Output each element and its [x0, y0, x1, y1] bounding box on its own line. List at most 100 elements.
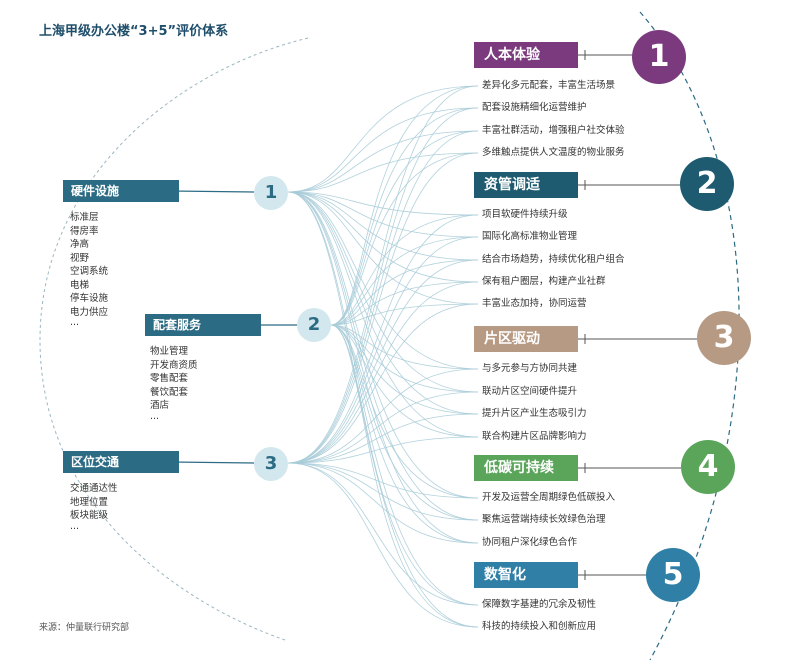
category-2-number: 2	[680, 157, 734, 211]
left-group-2-item: 餐饮配套	[150, 386, 189, 398]
connector-curve	[287, 191, 479, 370]
category-4-item: 开发及运营全周期绿色低碳投入	[482, 492, 616, 503]
connector-curve	[287, 391, 479, 464]
connector-curve	[287, 191, 479, 521]
connector-curve	[287, 191, 479, 438]
category-5-item: 科技的持续投入和创新应用	[482, 621, 597, 632]
left-group-2-item: 开发商资质	[150, 359, 198, 371]
category-3-item: 联合构建片区品牌影响力	[482, 431, 587, 442]
left-group-2-label: 配套服务	[153, 318, 202, 332]
connector-curve	[330, 324, 479, 521]
connector-curve	[287, 191, 479, 499]
connector-curve	[330, 324, 479, 393]
category-1-item: 差异化多元配套，丰富生活场景	[482, 80, 616, 91]
category-3-item: 提升片区产业生态吸引力	[482, 408, 587, 419]
left-group-2-list: 物业管理 开发商资质 零售配套 餐饮配套 酒店 ···	[150, 345, 198, 426]
connector-curve	[287, 191, 479, 305]
connector-curve	[287, 85, 479, 193]
category-2-item: 项目软硬件持续升级	[482, 209, 568, 220]
category-5-label: 数智化	[484, 567, 526, 583]
left-group-1-item: 净高	[70, 239, 90, 250]
connector-curve	[287, 191, 479, 606]
category-3-number: 3	[697, 311, 751, 365]
category-5-box: 数智化	[474, 562, 578, 588]
left-number-1: 1	[254, 176, 288, 210]
left-group-1-item: 停车设施	[70, 293, 109, 304]
left-group-3-item: 板块能级	[70, 510, 109, 521]
left-group-2-item: 物业管理	[150, 346, 189, 357]
connector-curve	[287, 462, 479, 544]
category-5-number: 5	[646, 548, 700, 602]
connector-curve	[287, 107, 479, 193]
category-5-item: 保障数字基建的冗余及韧性	[482, 599, 597, 610]
left-group-1-item: 视野	[70, 252, 90, 264]
left-group-2-box: 配套服务	[145, 314, 261, 336]
connector-box-3	[170, 461, 255, 464]
category-1-item: 多维触点提供人文温度的物业服务	[482, 147, 625, 158]
left-group-3-item: 地理位置	[70, 496, 109, 508]
connector-curve	[287, 191, 479, 393]
left-dashed-arc	[39, 37, 309, 641]
category-3-item: 联动片区空间硬件提升	[482, 386, 578, 397]
connector-curve	[287, 130, 479, 193]
category-2-item: 国际化高标准物业管理	[482, 231, 578, 242]
connector-curve	[330, 152, 479, 326]
category-2-label: 资管调适	[484, 177, 540, 193]
category-4-item: 聚焦运营端持续长效绿色治理	[482, 514, 606, 525]
right-dashed-arc	[639, 11, 740, 661]
left-group-1-box: 硬件设施	[63, 180, 179, 202]
left-group-1-item: 电梯	[70, 279, 90, 291]
category-2-item: 结合市场趋势，持续优化租户组合	[482, 254, 625, 265]
left-group-1-item: 电力供应	[70, 306, 109, 318]
connector-curve	[287, 191, 479, 238]
connector-curve	[287, 152, 479, 193]
left-group-1-label: 硬件设施	[71, 184, 120, 198]
category-2-item: 保有租户圈层，构建产业社群	[482, 276, 606, 287]
connector-curve	[287, 107, 479, 464]
connector-curve	[287, 303, 479, 464]
left-group-2-item: ···	[150, 413, 160, 425]
connector-curve	[287, 413, 479, 464]
left-group-1-item: ···	[70, 320, 80, 331]
connector-curve	[287, 191, 479, 216]
connector-curve	[330, 236, 479, 326]
category-1-label: 人本体验	[484, 47, 540, 63]
source-note: 来源：仲量联行研究部	[39, 623, 130, 633]
left-number-2: 2	[297, 308, 331, 342]
left-group-3-list: 交通通达性 地理位置 板块能级 ···	[70, 482, 118, 536]
category-1-item: 丰富社群活动，增强租户社交体验	[482, 125, 625, 136]
connector-curve	[330, 324, 479, 544]
left-group-1-item: 得房率	[70, 225, 99, 237]
connector-curve	[287, 191, 479, 283]
left-group-3-item: ···	[70, 523, 80, 535]
left-group-1-item: 标准层	[70, 212, 99, 223]
page-title: 上海甲级办公楼“3+5”评价体系	[39, 24, 229, 39]
connector-curve	[287, 130, 479, 464]
category-3-label: 片区驱动	[484, 331, 540, 347]
category-2-box: 资管调适	[474, 172, 578, 198]
category-4-label: 低碳可持续	[484, 460, 554, 476]
connector-curve	[330, 214, 479, 326]
connector-curve	[330, 324, 479, 415]
category-3-item: 与多元参与方协同共建	[482, 363, 578, 374]
left-group-1-list: 标准层 得房率 净高 视野 空调系统 电梯 停车设施 电力供应 ···	[70, 211, 108, 333]
category-3-box: 片区驱动	[474, 326, 578, 352]
connector-curve	[330, 324, 479, 499]
connector-curve	[287, 191, 479, 261]
connector-curve	[287, 214, 479, 464]
connector-curve	[287, 152, 479, 464]
left-group-3-label: 区位交通	[71, 455, 120, 469]
left-group-2-item: 酒店	[150, 400, 170, 411]
category-2-item: 丰富业态加持，协同运营	[482, 298, 587, 309]
left-group-1-item: 空调系统	[70, 266, 109, 277]
connector-curve	[330, 85, 479, 326]
category-4-item: 协同租户深化绿色合作	[482, 537, 578, 548]
connector-curve	[287, 368, 479, 464]
category-1-box: 人本体验	[474, 42, 578, 68]
category-4-box: 低碳可持续	[474, 455, 578, 481]
connector-curve	[330, 324, 479, 438]
connector-curve	[330, 324, 479, 628]
connector-curve	[287, 236, 479, 464]
